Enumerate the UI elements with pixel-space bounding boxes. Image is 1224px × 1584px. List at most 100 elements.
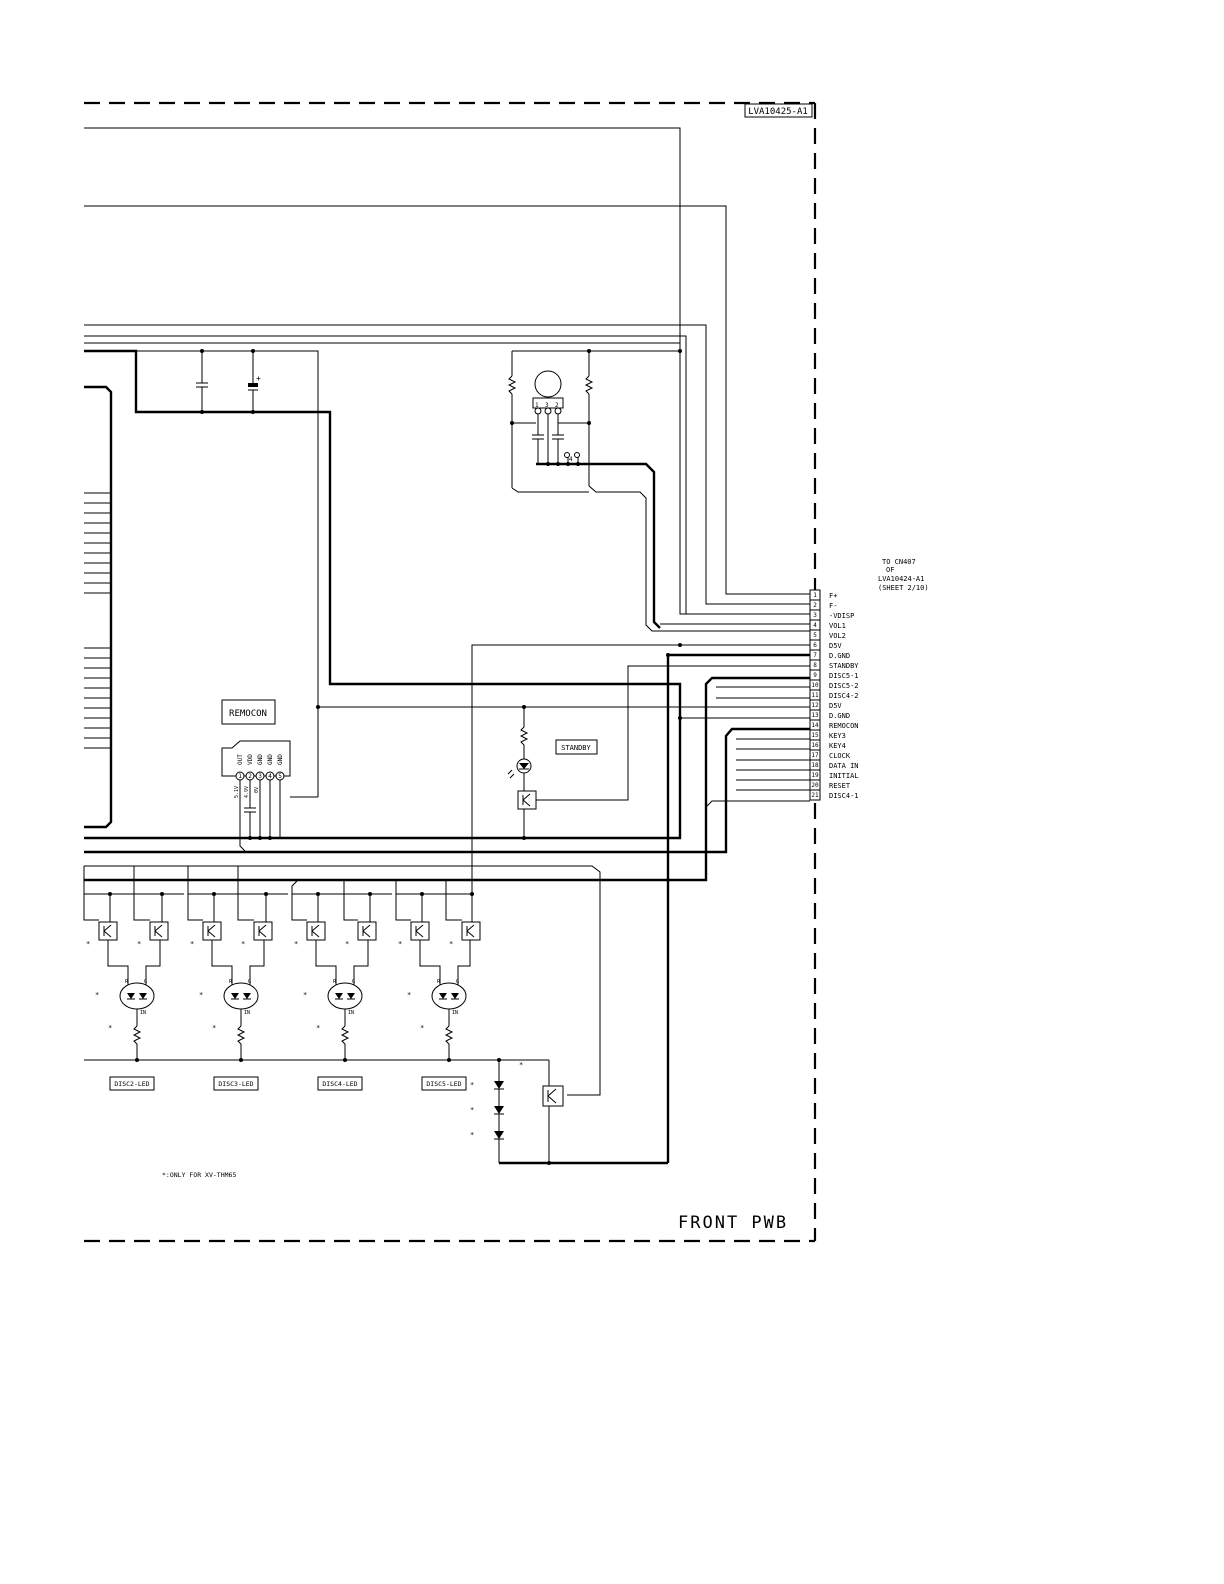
star-mark: * <box>212 1024 216 1032</box>
connector-pin-num: 1 <box>813 592 817 599</box>
led-pin-r: R <box>437 979 441 985</box>
connector-pin-num: 5 <box>813 632 817 639</box>
standby-label: STANDBY <box>561 744 591 752</box>
remocon-pin-num: 1 <box>238 773 242 780</box>
connector-pin-name: CLOCK <box>829 752 851 760</box>
connector-pin-name: REMOCON <box>829 722 859 730</box>
connector-pin-name: DISC5-2 <box>829 682 859 690</box>
volume-control: 1 3 2 4 <box>507 349 810 632</box>
disc2-led-label: DISC2-LED <box>114 1080 149 1088</box>
led-pin-letters: R G IN R G IN R G IN R G IN <box>125 979 459 1016</box>
remocon-pin-num: 2 <box>248 773 252 780</box>
led-pin-r: R <box>333 979 337 985</box>
board-id: LVA10425-A1 <box>748 107 808 117</box>
connector-pin-name: INITIAL <box>829 772 859 780</box>
connector-pin-name: DISC4-1 <box>829 792 859 800</box>
connector-pin-name: KEY4 <box>829 742 846 750</box>
connector-pin-num: 14 <box>811 722 819 729</box>
remocon-pin-name: GND <box>267 754 274 765</box>
led-pin-in: IN <box>244 1010 250 1016</box>
connector-pin-name: F+ <box>829 592 837 600</box>
connector-pin-num: 16 <box>811 742 819 749</box>
connector-pin-name: -VDISP <box>829 612 854 620</box>
star-mark: * <box>420 1024 424 1032</box>
disc-led-group-2 <box>187 866 288 1062</box>
connector-note-line: TO CN407 <box>882 558 916 566</box>
connector-pin-num: 15 <box>811 732 819 739</box>
remocon-sensor: REMOCON OUT VDD GND GND GND 1 2 3 4 5 5.… <box>221 699 319 853</box>
connector-pin-name: D5V <box>829 702 842 710</box>
connector-pin-num: 7 <box>813 652 817 659</box>
vol-cap-mark: 4 <box>569 456 573 463</box>
remocon-pin-name: GND <box>257 754 264 765</box>
star-mark: * <box>470 1131 474 1139</box>
top-wiring <box>84 127 810 840</box>
remocon-pin-name: OUT <box>237 754 244 765</box>
connector-pin-name: D.GND <box>829 712 850 720</box>
connector-cn407 <box>809 589 821 801</box>
display-ic-outline <box>84 385 113 829</box>
remocon-volt-gnd: 0V <box>254 787 260 793</box>
board-id-box <box>744 103 813 118</box>
star-mark: * <box>449 940 453 948</box>
remocon-label: REMOCON <box>229 709 267 719</box>
star-mark: * <box>345 940 349 948</box>
led-pin-g: G <box>352 979 355 985</box>
connector-pin-name: F- <box>829 602 837 610</box>
connector-pin-name: VOL1 <box>829 622 846 630</box>
star-mark: * <box>241 940 245 948</box>
connector-pin-name: DATA IN <box>829 762 859 770</box>
connector-pin-num: 18 <box>811 762 819 769</box>
led-pin-g: G <box>248 979 251 985</box>
connector-pin-name: DISC5-1 <box>829 672 859 680</box>
connector-pin-num: 19 <box>811 772 819 779</box>
disc-led-group-4 <box>395 880 481 1062</box>
vol-pin-2: 2 <box>555 402 559 409</box>
led-bus <box>84 1058 668 1165</box>
connector-pin-name: D.GND <box>829 652 850 660</box>
connector-pin-name: D5V <box>829 642 842 650</box>
connector-pin-name: RESET <box>829 782 851 790</box>
star-mark: * <box>86 940 90 948</box>
remocon-pin-num: 4 <box>268 773 272 780</box>
disc4-led-label: DISC4-LED <box>322 1080 357 1088</box>
star-mark: * <box>199 991 203 999</box>
star-marks: * * * * * * * * * * * * * * * * * * * * <box>86 940 523 1139</box>
led-pin-g: G <box>456 979 459 985</box>
connector-pin-num: 8 <box>813 662 817 669</box>
connector-note: TO CN407 OF LVA10424-A1 (SHEET 2/10) <box>878 558 929 592</box>
remocon-pin-num: 5 <box>278 773 282 780</box>
connector-pin-name: DISC4-2 <box>829 692 859 700</box>
connector-pin-name: KEY3 <box>829 732 846 740</box>
disc3-led-label: DISC3-LED <box>218 1080 253 1088</box>
connector-pin-num: 17 <box>811 752 819 759</box>
connector-note-line: OF <box>886 566 894 574</box>
connector-wiring <box>84 623 810 1163</box>
star-mark: * <box>470 1106 474 1114</box>
connector-pin-num: 13 <box>811 712 819 719</box>
led-pin-in: IN <box>452 1010 458 1016</box>
connector-pin-numbers: 1 2 3 4 5 6 7 8 9 10 11 12 13 14 15 16 1… <box>811 592 819 799</box>
disc5-led-label: DISC5-LED <box>426 1080 461 1088</box>
led-pin-in: IN <box>140 1010 146 1016</box>
connector-pin-num: 20 <box>811 782 819 789</box>
led-pin-r: R <box>229 979 233 985</box>
display-ic-pins <box>84 492 111 749</box>
connector-pin-num: 9 <box>813 672 817 679</box>
vol-pin-3: 3 <box>545 402 549 409</box>
vol-pin-1: 1 <box>535 402 539 409</box>
connector-pin-num: 2 <box>813 602 817 609</box>
star-mark: * <box>316 1024 320 1032</box>
disc-led-group-1 <box>83 866 184 1062</box>
disc-led-group-3 <box>291 879 392 1062</box>
connector-pin-num: 11 <box>811 692 819 699</box>
star-mark: * <box>519 1061 523 1069</box>
board-outline <box>84 101 817 1243</box>
connector-pin-num: 10 <box>811 682 819 689</box>
star-mark: * <box>108 1024 112 1032</box>
connector-pin-names: F+ F- -VDISP VOL1 VOL2 D5V D.GND STANDBY… <box>829 592 859 800</box>
star-mark: * <box>95 991 99 999</box>
connector-pin-name: VOL2 <box>829 632 846 640</box>
star-mark: * <box>470 1081 474 1089</box>
